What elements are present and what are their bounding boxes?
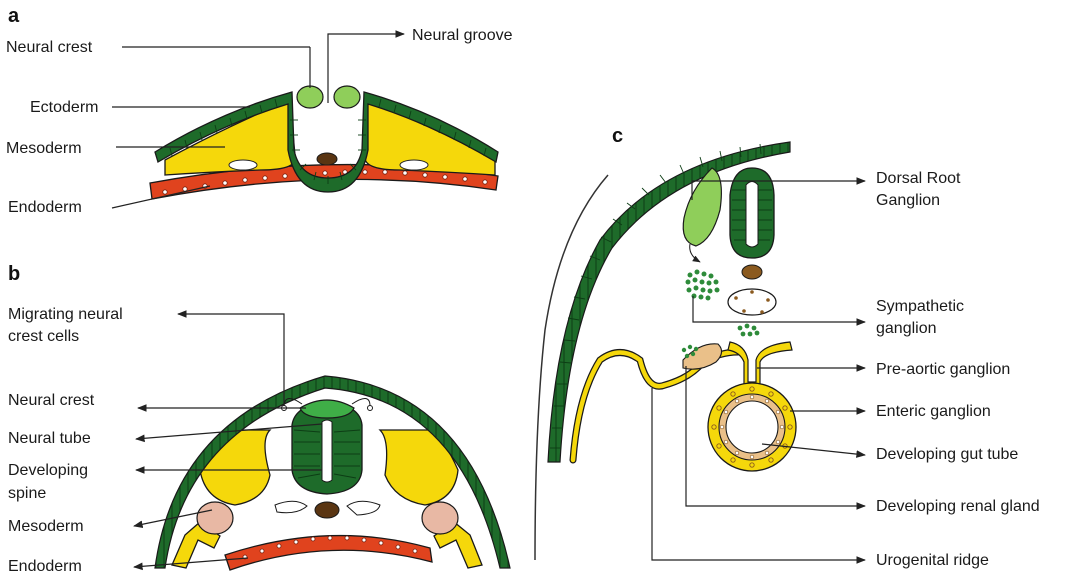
somite-b-left	[197, 502, 233, 534]
label-a-neural-crest: Neural crest	[6, 39, 93, 56]
label-a-mesoderm: Mesoderm	[6, 140, 82, 157]
cavity-b-right	[347, 501, 380, 515]
label-a-ectoderm: Ectoderm	[30, 99, 98, 116]
label-c-symp-1: Sympathetic	[876, 298, 964, 315]
label-b-neural-crest: Neural crest	[8, 392, 95, 409]
crest-cell-b-right	[368, 406, 373, 411]
notochord-c	[742, 265, 762, 279]
label-b-migrating-1: Migrating neural	[8, 306, 123, 323]
label-c-drg-2: Ganglion	[876, 192, 940, 209]
label-b-migrating-2: crest cells	[8, 328, 79, 345]
label-b-mesoderm: Mesoderm	[8, 518, 84, 535]
label-a-neural-groove: Neural groove	[412, 27, 513, 44]
arrow-c-symp	[693, 296, 865, 322]
mesoderm-a-right	[365, 100, 495, 175]
panel-a: a	[6, 5, 513, 216]
panel-b-letter: b	[8, 263, 20, 285]
cavity-a-left	[229, 160, 257, 170]
cavity-b-left	[275, 501, 307, 513]
label-c-enteric: Enteric ganglion	[876, 403, 991, 420]
somite-b-right	[422, 502, 458, 534]
label-b-neural-tube: Neural tube	[8, 430, 91, 447]
neural-canal-c	[746, 182, 758, 248]
label-c-symp-2: ganglion	[876, 320, 937, 337]
crest-trail-b-right	[352, 398, 370, 406]
label-c-preaortic: Pre-aortic ganglion	[876, 361, 1010, 378]
drg-arrow-c	[690, 244, 700, 262]
pre-aortic-stalk-c	[728, 342, 792, 384]
panel-b: b	[8, 263, 510, 575]
endoderm-b	[225, 536, 432, 570]
panel-c: c	[535, 125, 1040, 569]
panel-a-letter: a	[8, 5, 20, 27]
label-b-endoderm: Endoderm	[8, 558, 82, 575]
neural-canal-b	[322, 420, 332, 482]
arrow-b-migrating	[178, 314, 284, 404]
preaortic-cells-c	[738, 324, 760, 337]
cavity-a-right	[400, 160, 428, 170]
label-c-renal: Developing renal gland	[876, 498, 1040, 515]
label-c-gut: Developing gut tube	[876, 446, 1018, 463]
neural-crest-a-right	[334, 86, 360, 108]
label-c-drg-1: Dorsal Root	[876, 170, 961, 187]
neural-crest-a-left	[297, 86, 323, 108]
notochord-b	[315, 502, 339, 518]
label-c-urogenital: Urogenital ridge	[876, 552, 989, 569]
panel-c-letter: c	[612, 125, 623, 147]
label-b-developing-2: spine	[8, 485, 46, 502]
notochord-a	[317, 153, 337, 165]
mesoderm-b-left	[200, 430, 270, 505]
sympathetic-ganglion-cells-c	[686, 270, 720, 301]
neural-crest-b	[300, 400, 354, 418]
label-a-endoderm: Endoderm	[8, 199, 82, 216]
label-b-developing-1: Developing	[8, 462, 88, 479]
